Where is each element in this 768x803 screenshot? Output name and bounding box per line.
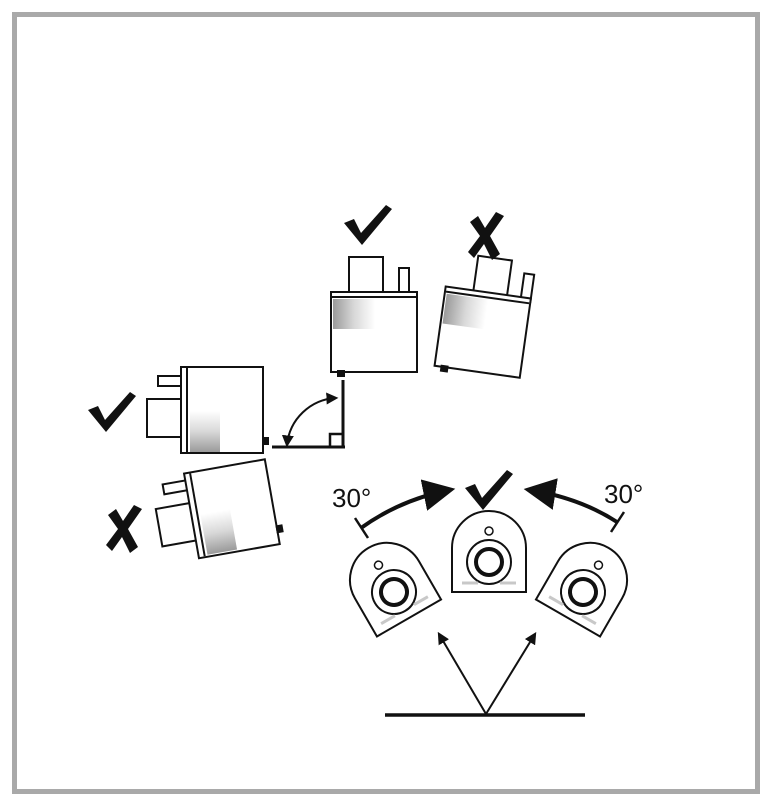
- device-front-rotated-left: [349, 541, 443, 638]
- check-icon: [88, 392, 136, 432]
- right-angle-indicator: [272, 380, 345, 449]
- cross-icon: [468, 212, 504, 260]
- device-upright-correct: [330, 256, 418, 377]
- device-front-centered: [451, 510, 527, 593]
- device-side-tilted-wrong: [154, 458, 284, 560]
- device-side-correct: [146, 366, 269, 454]
- tolerance-arc-right: [523, 478, 626, 533]
- tolerance-arc-left: [353, 479, 456, 539]
- check-icon: [344, 205, 392, 245]
- angle-label-right: 30°: [604, 479, 643, 509]
- angle-label-left: 30°: [332, 483, 371, 513]
- check-icon: [465, 470, 513, 510]
- diagram-frame: [12, 12, 760, 794]
- floor-reference: [385, 631, 585, 717]
- device-front-rotated-right: [534, 541, 628, 638]
- cross-icon: [106, 505, 142, 553]
- device-upright-tilted-wrong: [433, 254, 536, 379]
